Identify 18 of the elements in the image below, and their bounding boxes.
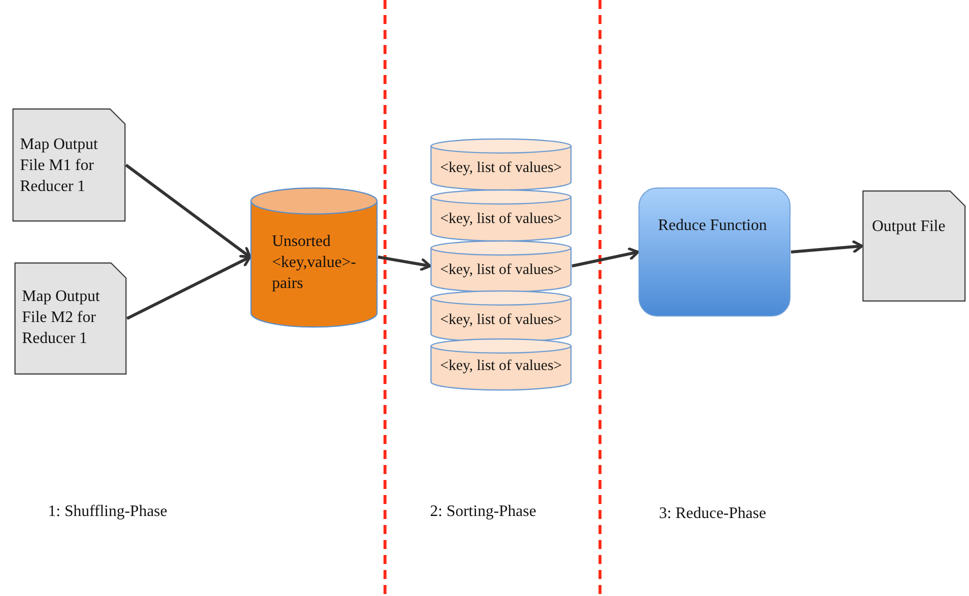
phase-label: 2: Sorting-Phase xyxy=(430,503,536,521)
node-label: <key, list of values> xyxy=(439,159,563,178)
arrow xyxy=(126,254,252,320)
arrow xyxy=(378,256,432,271)
node-label: <key, list of values> xyxy=(439,210,563,229)
arrow xyxy=(125,164,252,258)
node-label: Unsorted <key,value>-pairs xyxy=(272,232,358,294)
node-label: Reduce Function xyxy=(658,216,768,236)
phase-label: 1: Shuffling-Phase xyxy=(48,503,168,521)
node-label: <key, list of values> xyxy=(439,311,563,330)
node-label: Output File xyxy=(872,217,946,237)
node-label: <key, list of values> xyxy=(439,261,563,280)
arrow xyxy=(572,247,640,268)
arrow xyxy=(790,240,864,254)
node-label: Map Output File M2 for Reducer 1 xyxy=(22,287,101,349)
phase-label: 3: Reduce-Phase xyxy=(659,505,766,523)
node-label: <key, list of values> xyxy=(439,357,563,376)
node-label: Map Output File M1 for Reducer 1 xyxy=(20,135,99,197)
